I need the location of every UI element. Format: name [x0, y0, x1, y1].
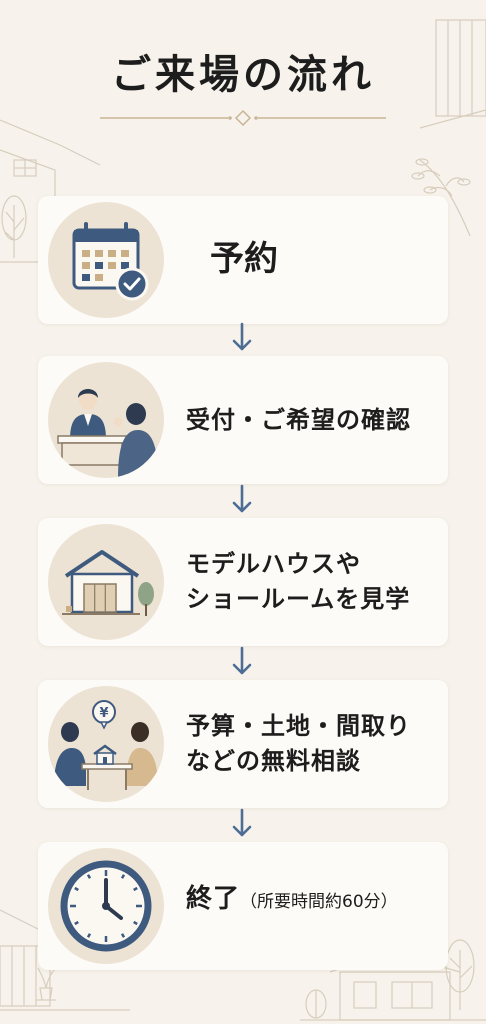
step-label: モデルハウスや ショールームを見学 — [186, 518, 410, 646]
step-card-finish: 終了（所要時間約60分） — [38, 842, 448, 970]
down-arrow-icon — [232, 808, 252, 837]
step-label: 予算・土地・間取り などの無料相談 — [186, 680, 411, 808]
step-label-line: 予約 — [210, 239, 278, 280]
step-label-main: 終了 — [186, 884, 241, 915]
step-duration-note: （所要時間約60分） — [240, 892, 398, 913]
page-title: ご来場の流れ — [111, 51, 375, 98]
step-label-line: 受付・ご希望の確認 — [186, 405, 411, 434]
step-label-line: などの無料相談 — [186, 747, 361, 775]
step-label-line: 終了（所要時間約60分） — [186, 881, 398, 919]
down-arrow-icon — [232, 322, 252, 351]
down-arrow-icon — [232, 646, 252, 675]
step-label-line: 予算・土地・間取り — [186, 712, 411, 741]
clock-icon — [48, 848, 164, 964]
svg-text:¥: ¥ — [99, 706, 108, 721]
step-label: 受付・ご希望の確認 — [186, 356, 411, 484]
model-house-icon — [48, 524, 164, 640]
title-ornament — [100, 109, 386, 127]
step-label-line: モデルハウスや — [186, 550, 361, 579]
step-card-free-consultation: ¥ 予算・土地・間取り などの無料相談 — [38, 680, 448, 808]
calendar-check-icon — [48, 202, 164, 318]
reception-consultation-icon — [48, 362, 164, 478]
consultation-yen-icon: ¥ — [48, 686, 164, 802]
step-card-reservation: 予約 — [38, 196, 448, 324]
step-label: 予約 — [210, 196, 278, 324]
step-card-model-house-tour: モデルハウスや ショールームを見学 — [38, 518, 448, 646]
step-label-line: ショールームを見学 — [186, 585, 411, 613]
step-card-reception: 受付・ご希望の確認 — [38, 356, 448, 484]
step-label: 終了（所要時間約60分） — [186, 836, 398, 964]
down-arrow-icon — [232, 484, 252, 513]
